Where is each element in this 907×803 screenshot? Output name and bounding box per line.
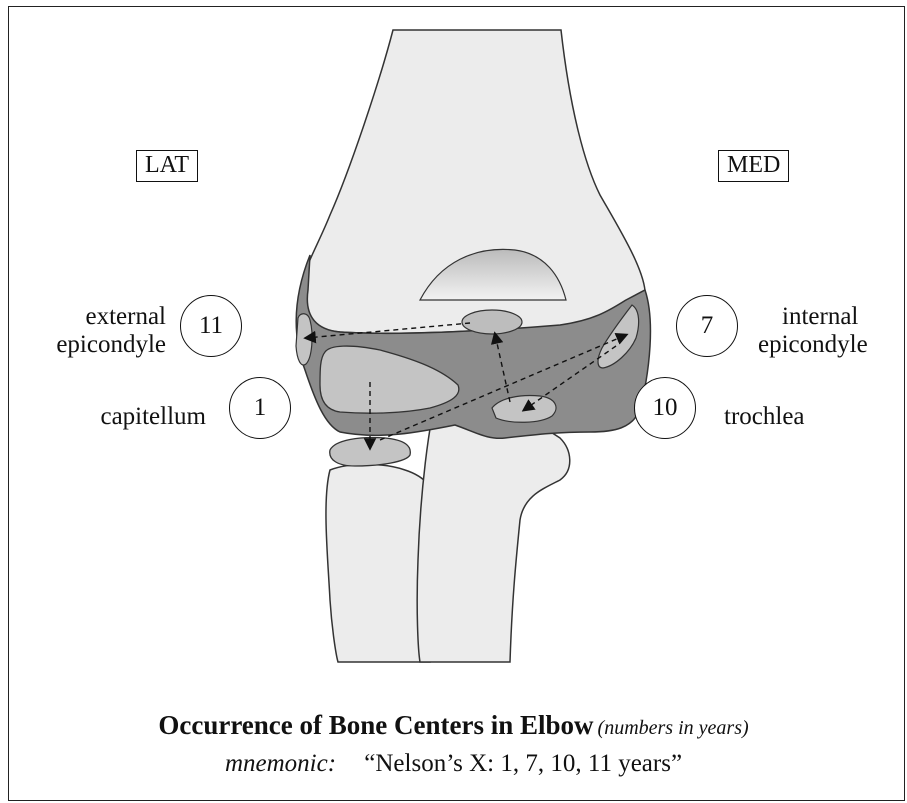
medial-label: MED [718, 150, 789, 182]
caption-mnemonic-line: mnemonic: “Nelson’s X: 1, 7, 10, 11 year… [0, 750, 907, 778]
age-badge-trochlea: 10 [634, 377, 696, 439]
age-badge-capitellum: 1 [229, 377, 291, 439]
age-badge-external-epicondyle: 11 [180, 295, 242, 357]
label-line: internal [758, 303, 904, 331]
external-epicondyle-label: external epicondyle [16, 303, 166, 358]
mnemonic-text: “Nelson’s X: 1, 7, 10, 11 years” [364, 750, 682, 777]
caption-title: Occurrence of Bone Centers in Elbow [158, 710, 593, 740]
radial-head-center [330, 438, 411, 467]
label-line: external [16, 303, 166, 331]
lateral-label: LAT [136, 150, 198, 182]
trochlea-label: trochlea [724, 403, 805, 431]
capitellum-label: capitellum [16, 403, 206, 431]
mnemonic-label: mnemonic: [225, 750, 336, 777]
caption-title-line: Occurrence of Bone Centers in Elbow (num… [0, 710, 907, 741]
internal-epicondyle-label: internal epicondyle [758, 303, 904, 358]
olecranon-center [462, 310, 522, 334]
external-epicondyle-center [296, 314, 312, 365]
caption-note: (numbers in years) [598, 717, 749, 739]
label-line: epicondyle [16, 331, 166, 359]
label-line: epicondyle [758, 331, 904, 359]
age-badge-internal-epicondyle: 7 [676, 295, 738, 357]
